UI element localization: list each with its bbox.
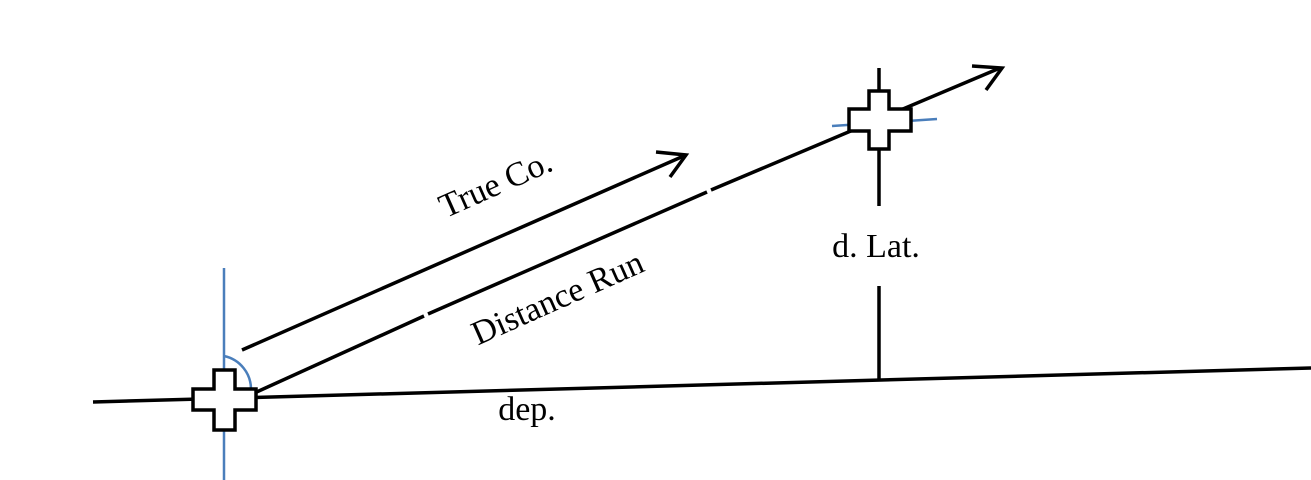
start-position-cross-icon [191, 368, 258, 432]
end-position-cross-icon [847, 89, 913, 151]
distance-run-label: Distance Run [466, 244, 649, 353]
true-course-arrow-line [241, 153, 687, 352]
distance-run-line-2 [427, 190, 708, 316]
course-angle-arc [223, 354, 253, 391]
difference-latitude-label: d. Lat. [832, 228, 920, 265]
departure-label: dep. [498, 391, 556, 428]
departure-baseline [92, 366, 1311, 404]
distance-run-line-1 [249, 314, 425, 397]
true-course-label: True Co. [434, 143, 558, 225]
true-course-arrowhead [655, 150, 690, 179]
distance-run-arrowhead [971, 64, 1006, 92]
